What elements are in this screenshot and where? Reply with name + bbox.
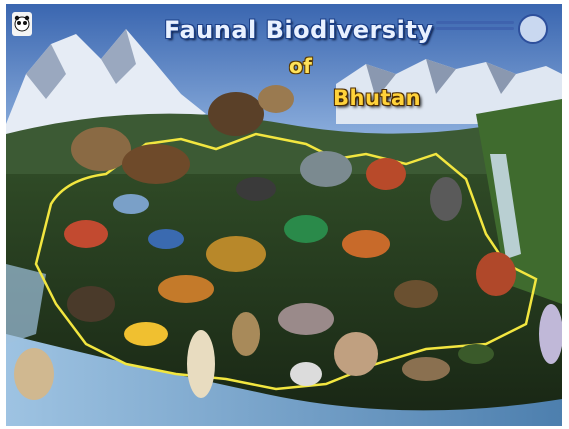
forest-slope (476, 99, 562, 304)
poster-title: Faunal Biodiversity (164, 16, 434, 44)
emblem-seal-icon (518, 14, 548, 44)
poster-artwork (6, 4, 562, 426)
waterfall (490, 154, 521, 259)
poster-title-country: Bhutan (333, 86, 422, 110)
animal-collage (14, 85, 562, 400)
river (6, 334, 562, 426)
seal-caption-graphic (436, 18, 514, 40)
poster: Faunal Biodiversity of Bhutan (6, 4, 562, 426)
poster-title-of: of (289, 54, 313, 78)
panda-logo-icon (12, 12, 32, 36)
